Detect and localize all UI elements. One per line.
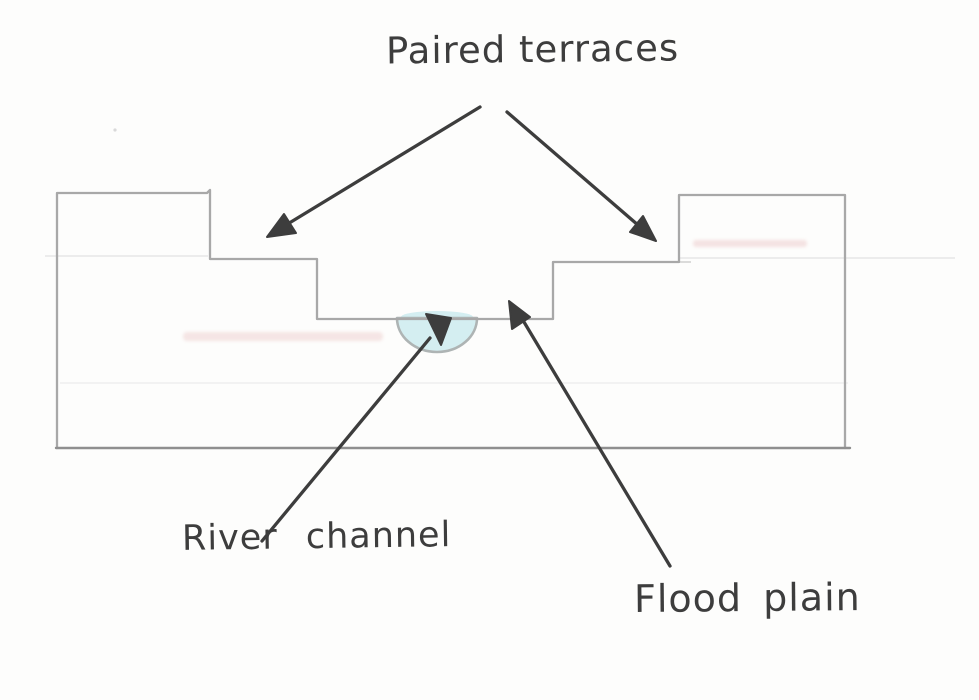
paired-terraces-right-arrowhead [629, 215, 657, 242]
scan-speck [113, 128, 117, 132]
valley-outline [55, 188, 847, 450]
valley-profile [54, 188, 852, 450]
label-paired-terraces: Paired terraces [385, 26, 680, 73]
label-river-channel: River channel [181, 515, 452, 559]
label-flood-plain: Flood plain [633, 575, 861, 621]
pink-showthrough-smudge [183, 332, 383, 341]
paired-terraces-left-arrowhead [266, 213, 297, 238]
paired-terraces-right-arrow-shaft [505, 110, 640, 227]
pink-showthrough-smudge [693, 240, 807, 247]
flood-plain-arrowhead [508, 300, 531, 330]
river-channel-arrowhead [425, 313, 452, 346]
flood-plain-arrow-shaft [519, 315, 672, 568]
river-channel-arrow-shaft [260, 336, 432, 543]
scan-artifacts [45, 128, 955, 384]
annotation-arrows [260, 105, 672, 568]
paired-terraces-left-arrow-shaft [284, 105, 482, 227]
